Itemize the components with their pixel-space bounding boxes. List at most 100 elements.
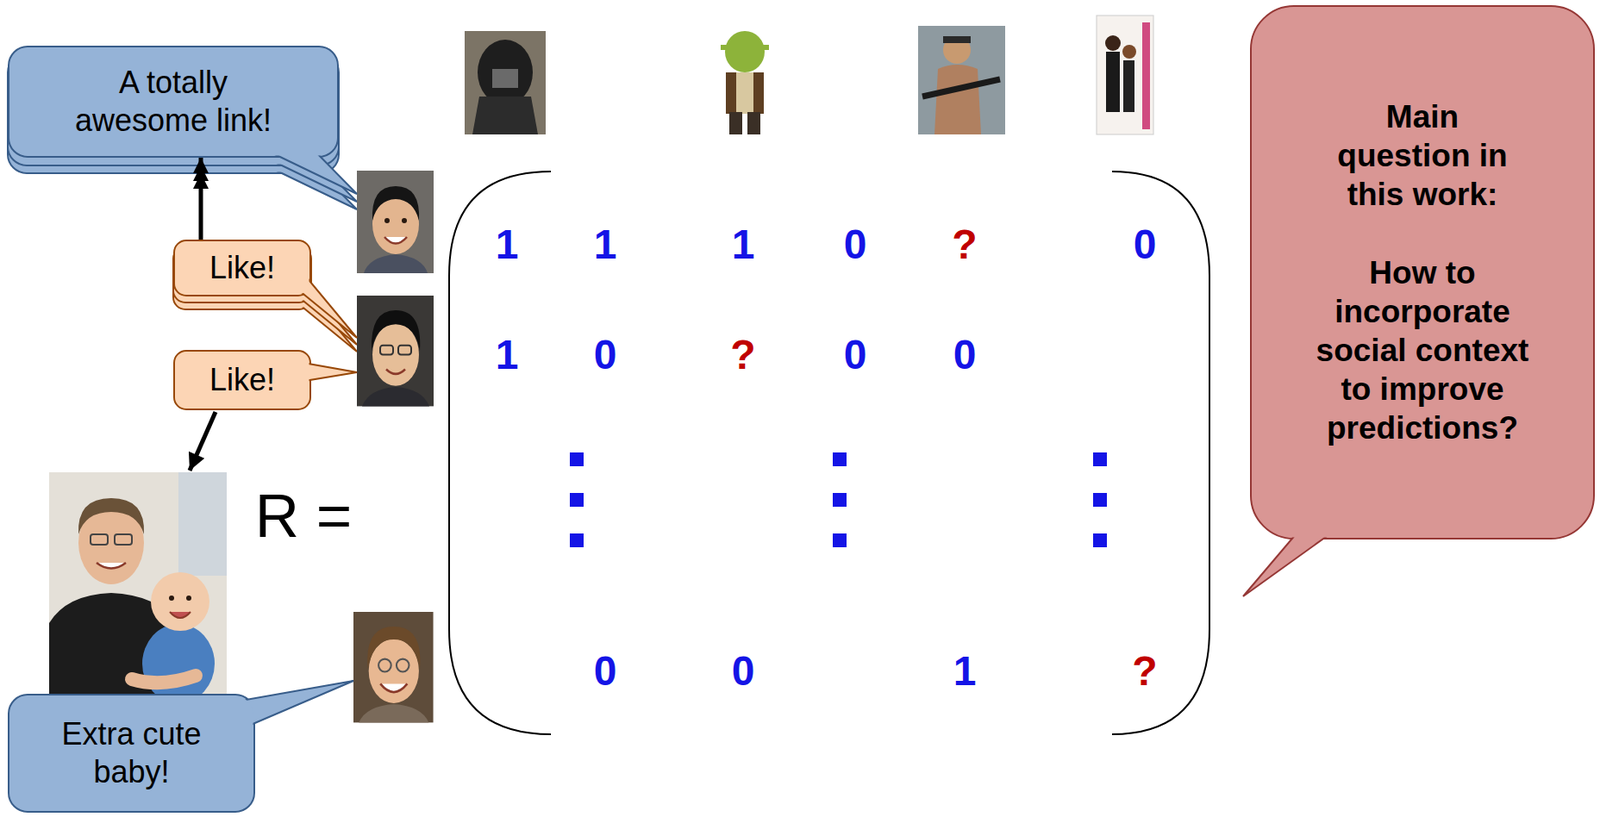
baby-photo xyxy=(90,534,108,545)
matrix-entry: 0 xyxy=(593,650,618,693)
elision-dots xyxy=(569,493,584,507)
movie-picture xyxy=(729,112,743,135)
callout-body xyxy=(1250,6,1594,539)
person-photo xyxy=(371,310,420,351)
person-photo xyxy=(372,186,419,221)
elision-dots xyxy=(569,452,1107,548)
movie-picture xyxy=(1142,22,1150,130)
baby-photo xyxy=(178,472,227,576)
matrix-name: R = xyxy=(255,485,352,547)
baby-photo xyxy=(169,612,191,619)
baby-photo xyxy=(150,572,210,632)
matrix-entry: 0 xyxy=(843,224,868,266)
elision-dots xyxy=(569,452,584,467)
movie-picture xyxy=(720,31,769,135)
matrix-entry: 1 xyxy=(495,334,519,376)
person-photo xyxy=(368,638,419,704)
matrix-entry: 1 xyxy=(593,224,618,266)
person-photo xyxy=(356,170,434,274)
question-callout: Main question in this work: How to incorp… xyxy=(1250,5,1595,540)
movie-picture xyxy=(725,72,764,114)
matrix-entry: 0 xyxy=(953,334,977,376)
callout-fill xyxy=(10,696,254,812)
person-photo xyxy=(396,659,410,673)
callout-fill xyxy=(175,242,310,295)
baby-photo xyxy=(142,624,215,704)
elision-dots xyxy=(1093,533,1107,548)
person-photo xyxy=(401,218,407,224)
baby-photo xyxy=(168,595,175,601)
callout-fill xyxy=(1252,7,1594,538)
movie-picture xyxy=(1123,60,1135,113)
person-photo xyxy=(384,237,407,244)
matrix-entry: 1 xyxy=(495,224,519,266)
person-photo xyxy=(356,295,434,407)
movie-picture xyxy=(1096,15,1154,135)
movie-picture xyxy=(1096,15,1154,135)
baby-photo xyxy=(96,562,126,569)
person-photo xyxy=(380,683,407,693)
matrix-entry: 0 xyxy=(593,334,618,376)
movie-picture xyxy=(720,44,728,50)
movie-picture xyxy=(492,68,519,88)
connector-arrow xyxy=(199,157,204,240)
callout-outline xyxy=(7,45,339,158)
matrix-entry: 0 xyxy=(1133,224,1157,266)
matrix-bracket xyxy=(449,171,551,735)
baby-photo xyxy=(114,534,132,545)
matrix-bracket xyxy=(449,171,1210,735)
baby-photo xyxy=(49,472,227,705)
person-photo xyxy=(363,254,428,274)
bubble-body-text: How to incorporate social context to imp… xyxy=(1309,253,1536,449)
bubble-text: Like! xyxy=(209,361,275,400)
person-photo xyxy=(398,345,412,356)
movie-picture xyxy=(918,25,1006,135)
person-photo xyxy=(380,345,394,356)
elision-dots xyxy=(832,493,847,507)
comment-bubble: Extra cute baby! xyxy=(7,693,256,813)
movie-picture xyxy=(725,72,737,114)
callout-outline xyxy=(7,693,256,813)
movie-picture xyxy=(725,31,765,73)
movie-picture xyxy=(943,36,971,64)
elision-dots xyxy=(832,452,847,467)
movie-picture xyxy=(464,31,546,135)
movie-picture xyxy=(943,36,971,44)
movie-picture xyxy=(1122,44,1137,59)
movie-picture xyxy=(918,25,1006,135)
person-photo xyxy=(372,323,419,387)
baby-photo xyxy=(186,595,192,601)
matrix-entry: ? xyxy=(1131,650,1157,693)
movie-picture xyxy=(472,96,538,135)
movie-picture xyxy=(762,44,769,50)
person-photo xyxy=(353,612,434,723)
person-photo xyxy=(356,170,434,274)
movie-picture xyxy=(747,112,761,135)
person-photo xyxy=(353,612,434,723)
baby-photo xyxy=(49,472,227,705)
callout-fill xyxy=(10,48,338,157)
person-photo xyxy=(356,295,434,407)
matrix-entry: 1 xyxy=(953,650,977,693)
bubble-text: A totally awesome link! xyxy=(61,63,286,140)
post-bubble: A totally awesome link! xyxy=(7,45,339,158)
person-photo xyxy=(362,387,430,407)
callout-body xyxy=(174,240,311,296)
movie-picture xyxy=(477,39,533,106)
like-bubble: Like! xyxy=(173,239,312,297)
callout-body xyxy=(8,694,255,813)
elision-dots xyxy=(1093,493,1107,507)
bubble-text: Main question in this work: xyxy=(1325,97,1520,214)
callout-body xyxy=(174,350,311,410)
movie-picture xyxy=(1105,35,1121,51)
person-photo xyxy=(378,659,392,673)
matrix-entry: 0 xyxy=(731,650,756,693)
pointer-arrow xyxy=(189,412,216,471)
person-photo xyxy=(358,704,429,723)
matrix-entry: 1 xyxy=(731,224,756,266)
matrix-entry: ? xyxy=(951,224,977,266)
elision-dots xyxy=(1093,452,1107,467)
callout-fill xyxy=(175,352,310,409)
matrix-entry: 0 xyxy=(843,334,868,376)
